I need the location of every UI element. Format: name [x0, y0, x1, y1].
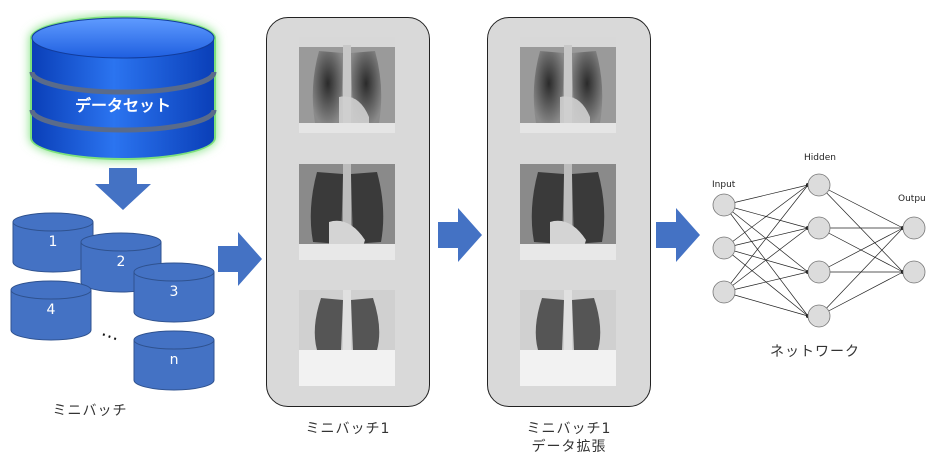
- panel-2-caption-line1: ミニバッチ1: [526, 421, 612, 437]
- minibatch-cylinder-4: 4: [10, 280, 92, 342]
- minibatch-label-4: 4: [46, 302, 56, 318]
- dataset-cylinder: データセット: [18, 10, 228, 170]
- network-caption: ネットワーク: [770, 344, 860, 360]
- arrow-right-icon: [218, 232, 262, 286]
- connection-edge: [723, 204, 809, 317]
- connection-edge: [818, 271, 904, 317]
- chest-xray-image-2: [520, 164, 616, 260]
- chest-xray-image-2: [299, 164, 395, 260]
- minibatch-caption: ミニバッチ: [52, 403, 128, 419]
- hidden-layer-label: Hidden: [804, 153, 836, 163]
- chest-xray-image-3: [520, 290, 616, 386]
- minibatch-label-2: 2: [116, 254, 126, 270]
- input-layer-label: Input: [712, 180, 736, 190]
- output-layer-label: Outpu: [898, 194, 926, 204]
- connection-edge: [723, 184, 809, 206]
- connection-edge: [818, 227, 904, 273]
- minibatch-cylinder-2: 2: [80, 232, 162, 294]
- connection-edge: [818, 184, 904, 273]
- hidden-node: [807, 304, 831, 328]
- chest-xray-image-1: [520, 37, 616, 133]
- connection-edge: [723, 227, 809, 293]
- input-node: [712, 236, 736, 260]
- hidden-node: [807, 173, 831, 197]
- minibatch-label-n: n: [169, 352, 179, 368]
- connection-edge: [723, 271, 809, 293]
- minibatch-cylinder-1: 1: [12, 212, 94, 274]
- connection-edge: [818, 227, 904, 317]
- input-node: [712, 193, 736, 217]
- neural-network-diagram: Input Hidden Outpu: [704, 140, 928, 340]
- arrow-right-icon: [438, 208, 482, 262]
- arrow-right-icon: [656, 208, 700, 262]
- output-node: [902, 216, 926, 240]
- chest-xray-image-3: [299, 290, 395, 386]
- hidden-node: [807, 216, 831, 240]
- minibatch-label-1: 1: [48, 234, 58, 250]
- panel-2-caption-line2: データ拡張: [531, 439, 607, 455]
- dataset-label: データセット: [74, 96, 171, 115]
- connection-edge: [723, 184, 809, 249]
- augmented-minibatch-panel: [487, 17, 651, 407]
- minibatch-ellipsis: …: [98, 319, 124, 346]
- minibatch-cylinder-n: n: [133, 330, 215, 392]
- output-node: [902, 260, 926, 284]
- connection-edge: [723, 291, 809, 317]
- input-node: [712, 280, 736, 304]
- panel-1-caption: ミニバッチ1: [305, 421, 391, 437]
- chest-xray-image-1: [299, 37, 395, 133]
- minibatch-cylinder-3: 3: [133, 262, 215, 324]
- hidden-node: [807, 260, 831, 284]
- arrow-down-icon: [95, 168, 151, 210]
- connection-edge: [723, 184, 809, 293]
- minibatch-1-panel: [266, 17, 430, 407]
- connection-edge: [818, 184, 904, 229]
- minibatch-label-3: 3: [169, 284, 179, 300]
